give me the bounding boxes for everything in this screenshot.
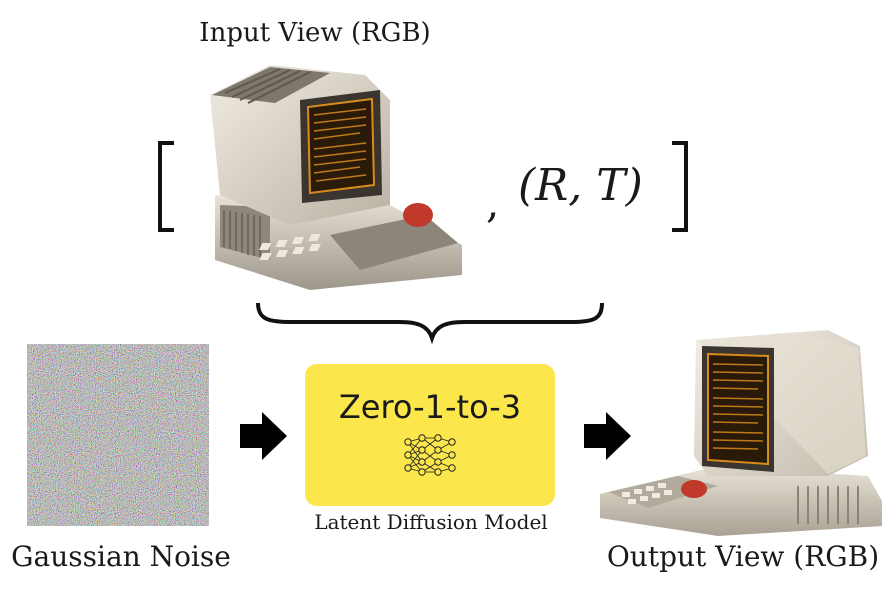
camera-pose-label: (R, T) bbox=[518, 160, 643, 211]
trackball bbox=[403, 203, 433, 227]
output-view-label: Output View (RGB) bbox=[606, 540, 880, 573]
input-view-label: Input View (RGB) bbox=[199, 18, 431, 48]
curly-brace bbox=[256, 302, 604, 345]
separator-comma: , bbox=[486, 178, 500, 227]
right-arrow-icon bbox=[584, 412, 631, 460]
model-name: Zero-1-to-3 bbox=[338, 388, 522, 426]
neural-network-icon bbox=[404, 434, 456, 476]
model-box: Zero-1-to-3 bbox=[305, 364, 555, 506]
gaussian-noise-image bbox=[27, 344, 209, 526]
gaussian-noise-label: Gaussian Noise bbox=[11, 540, 231, 573]
right-arrow-icon bbox=[240, 412, 287, 460]
pose-text: (R, T) bbox=[518, 160, 643, 211]
input-computer-image bbox=[210, 65, 462, 290]
right-bracket bbox=[672, 141, 688, 232]
left-bracket bbox=[158, 141, 174, 232]
trackball bbox=[681, 480, 707, 498]
model-caption: Latent Diffusion Model bbox=[314, 510, 548, 534]
output-computer-image bbox=[600, 330, 882, 536]
